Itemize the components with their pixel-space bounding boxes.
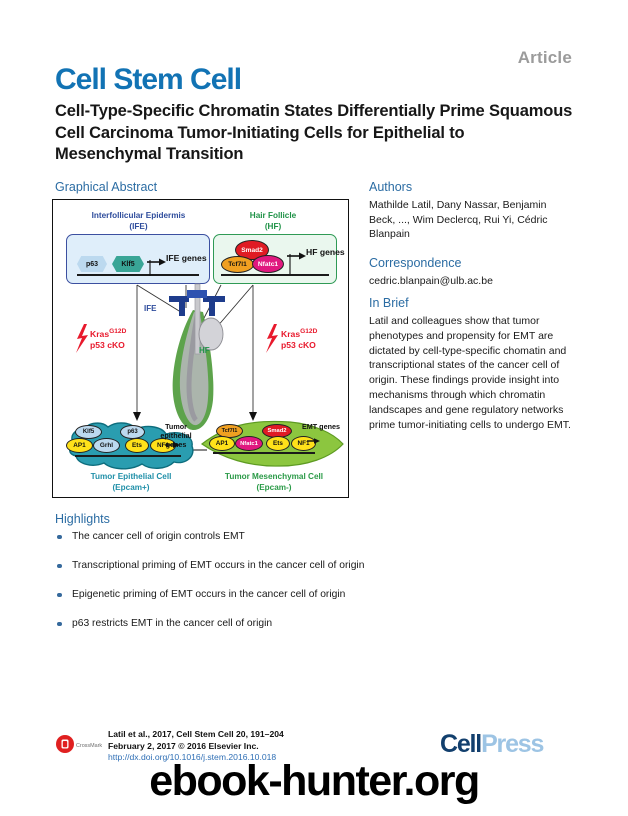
tf-tcf7l1-hf: Tcf7l1 xyxy=(221,256,254,273)
figure-connectors xyxy=(133,284,257,451)
kras-sup-right: G12D xyxy=(300,328,318,335)
hf-caption: Hair Follicle (HF) xyxy=(208,210,338,232)
epithelial-cell-caption: Tumor Epithelial Cell (Epcam+) xyxy=(61,472,201,493)
tf-ets-mesenchymal: Ets xyxy=(266,436,290,451)
tf-ets-epithelial: Ets xyxy=(125,438,149,453)
citation-line2: February 2, 2017 © 2016 Elsevier Inc. xyxy=(108,740,259,751)
epithelial-genes-label: Tumor epithelial genes xyxy=(160,422,192,449)
authors-list: Mathilde Latil, Dany Nassar, Benjamin Be… xyxy=(369,199,548,241)
cellpress-cell: Cell xyxy=(440,730,482,758)
authors-heading: Authors xyxy=(369,180,413,194)
tf-nf1-mesenchymal: NF1 xyxy=(291,436,316,451)
mutation-label-right: KrasG12D p53 cKO xyxy=(281,326,317,352)
p53-label-right: p53 cKO xyxy=(281,340,316,351)
highlights-heading: Highlights xyxy=(55,512,110,526)
in-brief-heading: In Brief xyxy=(369,296,409,310)
hf-caption-line1: Hair Follicle xyxy=(249,211,297,220)
tf-p63-ife: p63 xyxy=(77,256,107,272)
tf-p63-epithelial: p63 xyxy=(120,425,145,439)
tf-ap1-mesenchymal: AP1 xyxy=(209,436,235,451)
hf-genes-label: HF genes xyxy=(306,247,345,257)
ife-genes-label: IFE genes xyxy=(166,253,207,263)
crossmark-logo[interactable]: CrossMark xyxy=(55,733,103,755)
skin-hf-label: HF xyxy=(199,346,210,355)
tf-klf5-epithelial: Klf5 xyxy=(75,425,102,439)
page-title: Cell-Type-Specific Chromatin States Diff… xyxy=(55,102,573,163)
epithelial-dna-line xyxy=(75,455,181,457)
p53-label-left: p53 cKO xyxy=(90,340,125,351)
kras-gene-right: Kras xyxy=(281,328,301,339)
doi-link[interactable]: http://dx.doi.org/10.1016/j.stem.2016.10… xyxy=(108,752,277,763)
tf-grhl-epithelial: Grhl xyxy=(93,438,120,453)
correspondence-heading: Correspondence xyxy=(369,256,462,270)
mutation-label-left: KrasG12D p53 cKO xyxy=(90,326,126,352)
epithelial-caption-line2: (Epcam+) xyxy=(112,482,150,492)
list-item: p63 restricts EMT in the cancer cell of … xyxy=(55,617,365,631)
lightning-bolt-icon-right xyxy=(266,324,278,353)
site-watermark: ebook-hunter.org xyxy=(149,757,480,805)
mesenchymal-caption-line1: Tumor Mesenchymal Cell xyxy=(224,472,324,481)
article-type-label: Article xyxy=(517,48,572,67)
graphical-abstract-figure: Interfollicular Epidermis (IFE) Hair Fol… xyxy=(52,199,349,498)
cell-press-logo: CellPress xyxy=(440,730,544,759)
correspondence-email[interactable]: cedric.blanpain@ulb.ac.be xyxy=(369,275,493,287)
mesenchymal-caption-line2: (Epcam-) xyxy=(256,482,292,492)
tf-klf5-ife: Klf5 xyxy=(112,256,144,272)
hf-caption-line2: (HF) xyxy=(264,222,282,231)
list-item: Transcriptional priming of EMT occurs in… xyxy=(55,559,365,573)
kras-sup-left: G12D xyxy=(109,328,127,335)
skin-ife-label: IFE xyxy=(144,304,157,313)
ife-caption-line1: Interfollicular Epidermis xyxy=(91,211,186,220)
svg-text:CrossMark: CrossMark xyxy=(76,743,102,749)
mesenchymal-genes-label: EMT genes xyxy=(302,422,340,431)
cellpress-press: Press xyxy=(481,730,544,758)
ife-arrow-icon xyxy=(147,258,166,266)
list-item: The cancer cell of origin controls EMT xyxy=(55,530,365,544)
epithelial-arrow-icon xyxy=(165,442,180,448)
tf-nfatc1-mesenchymal: Nfatc1 xyxy=(235,436,263,451)
lightning-bolt-icon-left xyxy=(76,324,88,353)
citation-line1: Latil et al., 2017, Cell Stem Cell 20, 1… xyxy=(108,729,284,739)
hair-follicle-illustration xyxy=(169,283,225,431)
ife-caption-line2: (IFE) xyxy=(129,222,148,231)
hf-dna-line xyxy=(221,274,329,276)
tf-nfatc1-hf: Nfatc1 xyxy=(252,255,284,273)
list-item: Epigenetic priming of EMT occurs in the … xyxy=(55,588,365,602)
citation-block: Latil et al., 2017, Cell Stem Cell 20, 1… xyxy=(108,729,284,764)
graphical-abstract-heading: Graphical Abstract xyxy=(55,180,158,194)
kras-gene-left: Kras xyxy=(90,328,110,339)
highlights-list: The cancer cell of origin controls EMT T… xyxy=(55,530,365,646)
in-brief-text: Latil and colleagues show that tumor phe… xyxy=(369,315,571,431)
journal-logo: Cell Stem Cell xyxy=(55,63,242,96)
mesenchymal-dna-line xyxy=(213,452,315,454)
hf-bracket xyxy=(289,254,291,274)
hf-arrow-icon xyxy=(287,252,306,260)
epithelial-caption-line1: Tumor Epithelial Cell xyxy=(90,472,172,481)
ife-caption: Interfollicular Epidermis (IFE) xyxy=(67,210,210,232)
ife-bracket xyxy=(149,260,151,276)
mesenchymal-arrow-icon xyxy=(307,438,320,444)
mesenchymal-cell-caption: Tumor Mesenchymal Cell (Epcam-) xyxy=(203,472,345,493)
ife-dna-line xyxy=(77,274,199,276)
tf-ap1-epithelial: AP1 xyxy=(66,438,93,453)
